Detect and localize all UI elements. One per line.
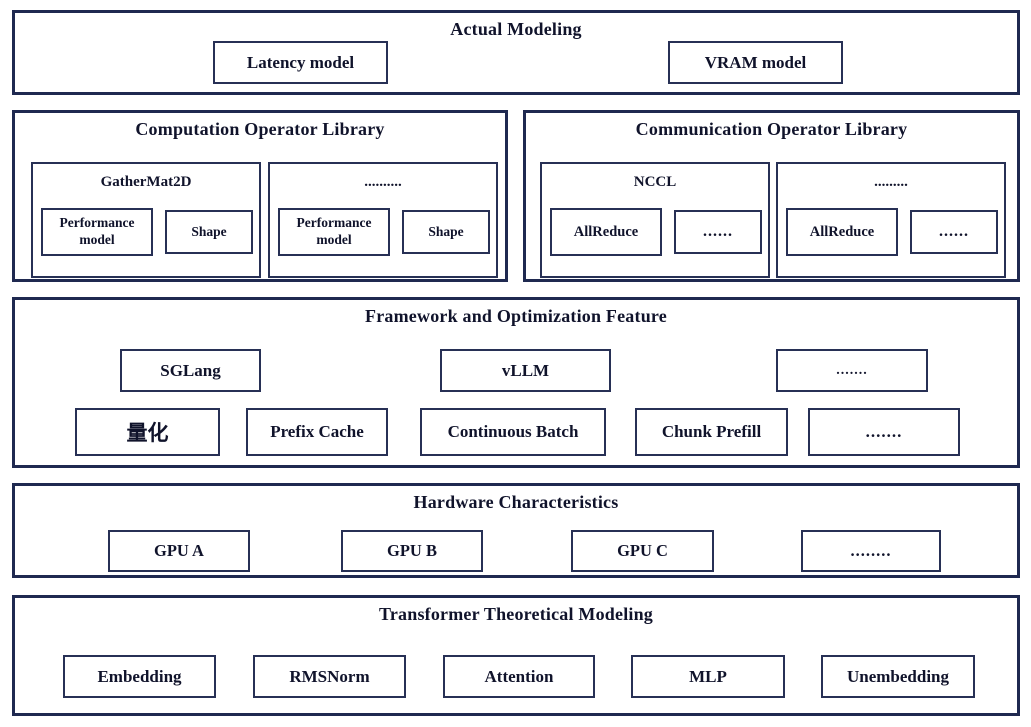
vllm-box: vLLM [440, 349, 611, 392]
sglang-box: SGLang [120, 349, 261, 392]
communication-library-title: Communication Operator Library [635, 119, 908, 139]
layer-communication-operator-library: Communication Operator Library NCCL AllR… [523, 110, 1020, 282]
nccl-title: NCCL [633, 174, 677, 190]
group-nccl: NCCL AllReduce ...... [540, 162, 770, 278]
gpu-a-box: GPU A [108, 530, 250, 572]
group-communication-other-libraries: ......... AllReduce ...... [776, 162, 1006, 278]
chunk-prefill-box: Chunk Prefill [635, 408, 788, 456]
layer-hardware-characteristics: Hardware Characteristics GPU A GPU B GPU… [12, 483, 1020, 578]
more-frameworks-box: ....... [776, 349, 928, 392]
layer-framework-and-optimization-feature: Framework and Optimization Feature SGLan… [12, 297, 1020, 468]
layer-actual-modeling: Actual Modeling Latency model VRAM model [12, 10, 1020, 95]
mlp-box: MLP [631, 655, 785, 698]
rmsnorm-box: RMSNorm [253, 655, 406, 698]
allreduce-box: AllReduce [550, 208, 662, 256]
allreduce-box: AllReduce [786, 208, 898, 256]
attention-box: Attention [443, 655, 595, 698]
gpu-c-box: GPU C [571, 530, 714, 572]
performance-model-box: Performance model [278, 208, 390, 256]
latency-model-box: Latency model [213, 41, 388, 84]
shape-box: Shape [165, 210, 253, 254]
more-ops-box: ...... [674, 210, 762, 254]
embedding-box: Embedding [63, 655, 216, 698]
gpu-b-box: GPU B [341, 530, 483, 572]
layer-transformer-theoretical-modeling: Transformer Theoretical Modeling Embeddi… [12, 595, 1020, 716]
framework-title: Framework and Optimization Feature [365, 306, 667, 326]
actual-modeling-title: Actual Modeling [450, 19, 582, 39]
computation-other-title: .......... [364, 174, 402, 190]
continuous-batch-box: Continuous Batch [420, 408, 606, 456]
hardware-title: Hardware Characteristics [413, 492, 619, 512]
layer-computation-operator-library: Computation Operator Library GatherMat2D… [12, 110, 508, 282]
group-gathermat2d: GatherMat2D Performance model Shape [31, 162, 261, 278]
gathermat2d-title: GatherMat2D [100, 174, 192, 190]
more-gpus-box: ........ [801, 530, 941, 572]
communication-other-title: ......... [874, 174, 908, 190]
group-computation-other-operators: .......... Performance model Shape [268, 162, 498, 278]
quantization-box: 量化 [75, 408, 220, 456]
performance-model-box: Performance model [41, 208, 153, 256]
shape-box: Shape [402, 210, 490, 254]
more-features-box: ....... [808, 408, 960, 456]
computation-library-title: Computation Operator Library [135, 119, 385, 139]
vram-model-box: VRAM model [668, 41, 843, 84]
prefix-cache-box: Prefix Cache [246, 408, 388, 456]
transformer-title: Transformer Theoretical Modeling [378, 604, 654, 624]
unembedding-box: Unembedding [821, 655, 975, 698]
more-ops-box: ...... [910, 210, 998, 254]
